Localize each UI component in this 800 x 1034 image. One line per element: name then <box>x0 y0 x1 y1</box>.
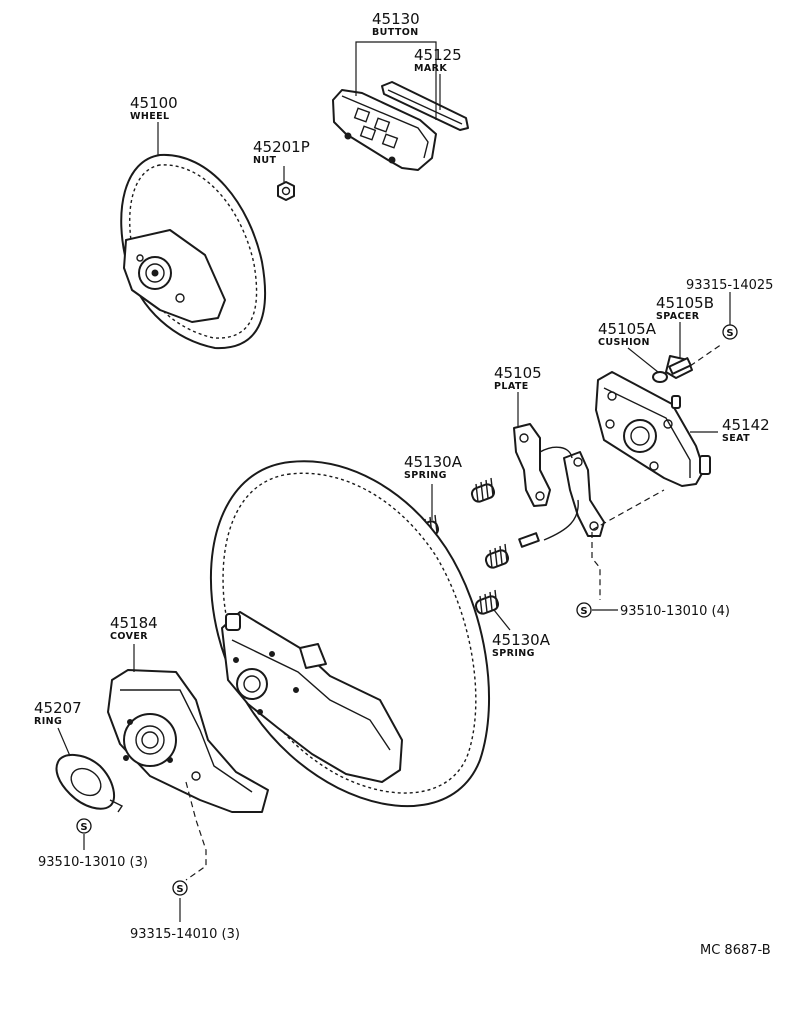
label-cover: 45184 COVER <box>110 614 158 642</box>
label-spacer: 45105B SPACER <box>656 294 714 322</box>
label-screw-cover: 93315-14010 (3) <box>130 927 240 942</box>
svg-text:93510-13010 (4): 93510-13010 (4) <box>620 604 730 619</box>
symbol-screw-ring: S <box>76 818 92 834</box>
svg-text:93510-13010 (3): 93510-13010 (3) <box>38 855 148 870</box>
svg-text:SEAT: SEAT <box>722 433 750 444</box>
spring-4 <box>474 589 500 615</box>
label-nut: 45201P NUT <box>253 138 310 166</box>
svg-text:93315-14025: 93315-14025 <box>686 278 773 293</box>
part-labels: 45130 BUTTON 45125 MARK 45100 WHEEL 4520… <box>34 10 773 958</box>
label-screw-plate: 93510-13010 (4) <box>620 604 730 619</box>
svg-text:SPRING: SPRING <box>404 470 447 481</box>
spring-1 <box>470 477 496 503</box>
cushion-part <box>652 371 668 383</box>
svg-text:SPRING: SPRING <box>492 648 535 659</box>
label-spring-right: 45130A SPRING <box>492 631 551 659</box>
label-plate: 45105 PLATE <box>494 364 542 392</box>
label-cushion: 45105A CUSHION <box>598 320 657 348</box>
svg-text:MC 8687-B: MC 8687-B <box>700 943 771 958</box>
svg-text:SPACER: SPACER <box>656 311 700 322</box>
svg-text:45125: 45125 <box>414 46 462 64</box>
wheel-part <box>120 153 266 350</box>
label-wheel: 45100 WHEEL <box>130 94 178 122</box>
button-part <box>332 89 437 171</box>
svg-text:CUSHION: CUSHION <box>598 337 650 348</box>
svg-text:45105B: 45105B <box>656 294 714 312</box>
svg-text:S: S <box>726 328 733 339</box>
svg-text:45100: 45100 <box>130 94 178 112</box>
diagram-code: MC 8687-B <box>700 943 771 958</box>
svg-text:45184: 45184 <box>110 614 158 632</box>
svg-text:NUT: NUT <box>253 155 276 166</box>
label-seat: 45142 SEAT <box>722 416 770 444</box>
label-screw-ring: 93510-13010 (3) <box>38 855 148 870</box>
label-mark: 45125 MARK <box>414 46 462 74</box>
label-button: 45130 BUTTON <box>372 10 420 38</box>
ring-part <box>55 754 124 813</box>
svg-text:45130A: 45130A <box>492 631 551 649</box>
label-ring: 45207 RING <box>34 699 82 727</box>
svg-text:45142: 45142 <box>722 416 770 434</box>
svg-text:45130: 45130 <box>372 10 420 28</box>
svg-text:S: S <box>580 606 587 617</box>
svg-text:45105A: 45105A <box>598 320 657 338</box>
svg-text:45207: 45207 <box>34 699 82 717</box>
spring-3 <box>484 543 510 569</box>
svg-text:WHEEL: WHEEL <box>130 111 169 122</box>
leader-lines <box>57 41 731 922</box>
mark-part <box>381 81 469 131</box>
symbol-screw-cover: S <box>172 880 188 896</box>
svg-text:BUTTON: BUTTON <box>372 27 419 38</box>
svg-text:45130A: 45130A <box>404 453 463 471</box>
svg-text:S: S <box>80 822 87 833</box>
nut-part <box>277 181 295 201</box>
plate-part <box>513 423 605 548</box>
cover-part <box>107 669 269 813</box>
symbol-screw-plate: S <box>576 602 592 618</box>
label-spring-left: 45130A SPRING <box>404 453 463 481</box>
svg-text:PLATE: PLATE <box>494 381 529 392</box>
seat-part <box>595 371 711 487</box>
svg-text:45105: 45105 <box>494 364 542 382</box>
svg-text:93315-14010 (3): 93315-14010 (3) <box>130 927 240 942</box>
svg-text:RING: RING <box>34 716 62 727</box>
svg-text:MARK: MARK <box>414 63 447 74</box>
symbol-bolt: S <box>722 324 738 340</box>
svg-text:COVER: COVER <box>110 631 148 642</box>
svg-text:45201P: 45201P <box>253 138 310 156</box>
standard-part-symbols: S S S S <box>76 324 738 896</box>
spacer-part <box>665 355 693 379</box>
svg-text:S: S <box>176 884 183 895</box>
main-wheel <box>210 460 491 807</box>
label-bolt: 93315-14025 <box>686 278 773 293</box>
